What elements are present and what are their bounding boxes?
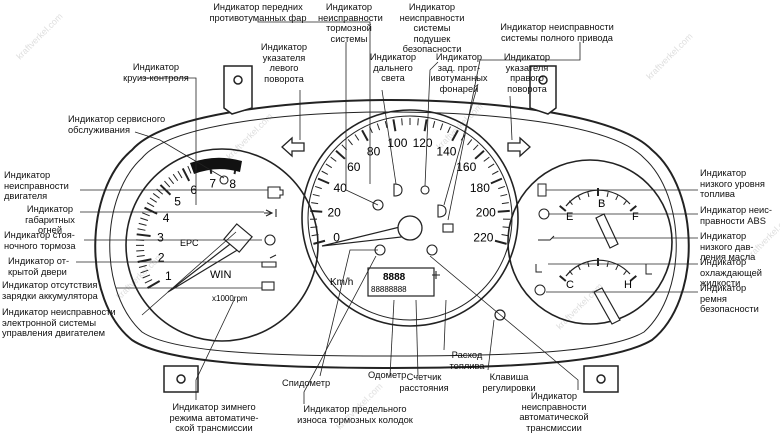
label-door-open: Индикатор от- крытой двери — [8, 256, 88, 277]
label-epc-fault: Индикатор неисправности электронной сист… — [2, 307, 142, 339]
label-seat-belt: Индикатор ремня безопасности — [700, 283, 780, 315]
speed-scale-label: 40 — [333, 181, 347, 195]
svg-text:kraftverkel.com: kraftverkel.com — [644, 31, 694, 81]
high-beam-icon — [394, 184, 402, 196]
svg-text:kraftverkel.com: kraftverkel.com — [14, 11, 64, 61]
label-battery: Индикатор отсутствия зарядки аккумулятор… — [2, 280, 122, 301]
label-left-turn: Индикатор указателя левого поворота — [256, 42, 312, 84]
engine-fault-icon — [268, 187, 283, 198]
tach-scale-label: 8 — [229, 177, 236, 191]
fuel-half-label: B — [598, 198, 605, 210]
side-lights-icon — [264, 209, 276, 217]
label-adjust-key: Клавиша регулировки — [474, 372, 544, 393]
left-turn-arrow-icon — [282, 138, 304, 156]
fuel-empty-label: E — [566, 211, 573, 223]
speed-scale-label: 180 — [470, 181, 490, 195]
label-front-fog: Индикатор передних противотуманных фар — [205, 2, 311, 23]
label-right-turn: Индикатор указателя правого поворота — [498, 52, 556, 94]
speed-scale-label: 80 — [367, 144, 381, 158]
label-cruise: Индикатор круиз-контроля — [116, 62, 196, 83]
label-winter-mode: Индикатор зимнего режима автоматиче- ско… — [156, 402, 272, 434]
temp-cold-label: C — [566, 279, 574, 291]
label-engine-fault: Индикатор неисправности двигателя — [4, 170, 84, 202]
label-speedometer: Спидометр — [282, 378, 352, 389]
transmission-fault-icon — [427, 245, 437, 255]
speed-scale-label: 140 — [436, 144, 456, 158]
hot-coolant-icon — [646, 264, 652, 274]
speed-scale-label: 220 — [473, 231, 493, 245]
win-tag: WIN — [210, 269, 231, 281]
tach-scale-label: 1 — [165, 269, 172, 283]
label-abs-fault: Индикатор неис- правности ABS — [700, 205, 780, 226]
label-high-beam: Индикатор дальнего света — [364, 52, 422, 84]
label-airbag-fault: Индикатор неисправности системы подушек … — [398, 2, 466, 55]
lcd-display: 8888 88888888 — [368, 268, 434, 296]
fuel-pump-icon — [538, 184, 546, 196]
seat-belt-icon — [535, 285, 545, 295]
temp-hot-label: H — [624, 279, 632, 291]
label-fuel-consumption: Расход топлива — [442, 350, 492, 371]
label-trip-meter: Счетчик расстояния — [394, 372, 454, 393]
speed-scale-label: 200 — [476, 206, 496, 220]
label-brake-pad-wear: Индикатор предельного износа тормозных к… — [280, 404, 430, 425]
speed-scale-label: 120 — [413, 136, 433, 150]
right-turn-arrow-icon — [508, 138, 530, 156]
speed-scale-label: 60 — [347, 160, 361, 174]
label-awd-fault: Индикатор неисправности системы полного … — [492, 22, 622, 43]
tach-scale-label: 3 — [157, 230, 164, 244]
lcd-top: 8888 — [383, 272, 406, 283]
door-open-icon — [262, 255, 276, 267]
service-icon — [220, 176, 228, 184]
parking-brake-icon — [265, 235, 275, 245]
temp-needle — [594, 288, 620, 324]
rpm-unit: x1000rpm — [212, 294, 248, 303]
label-rear-fog: Индикатор зад. прот- ивотуманных фонарей — [426, 52, 492, 94]
tach-scale-label: 5 — [174, 195, 181, 209]
tach-scale-label: 7 — [209, 177, 216, 191]
lcd-bottom: 88888888 — [371, 285, 407, 294]
battery-icon — [262, 282, 274, 290]
rear-fog-icon — [438, 205, 446, 217]
fuel-needle — [596, 214, 618, 248]
abs-icon — [539, 209, 549, 219]
label-service: Индикатор сервисного обслуживания — [68, 114, 178, 135]
label-low-fuel: Индикатор низкого уровня топлива — [700, 168, 780, 200]
label-transmission-fault: Индикатор неисправности автоматической т… — [506, 391, 602, 433]
awd-icon — [443, 224, 453, 232]
label-parking-brake: Индикатор стоя- ночного тормоза — [4, 230, 94, 251]
speed-scale-label: 20 — [328, 206, 342, 220]
coolant-icon — [536, 264, 542, 272]
airbag-icon — [421, 186, 429, 194]
tach-scale-label: 4 — [163, 211, 170, 225]
oil-can-icon — [538, 236, 554, 240]
epc-tag: EPC — [180, 238, 199, 248]
fuel-full-label: F — [632, 211, 639, 223]
label-brake-fault: Индикатор неисправности тормозной систем… — [318, 2, 380, 44]
